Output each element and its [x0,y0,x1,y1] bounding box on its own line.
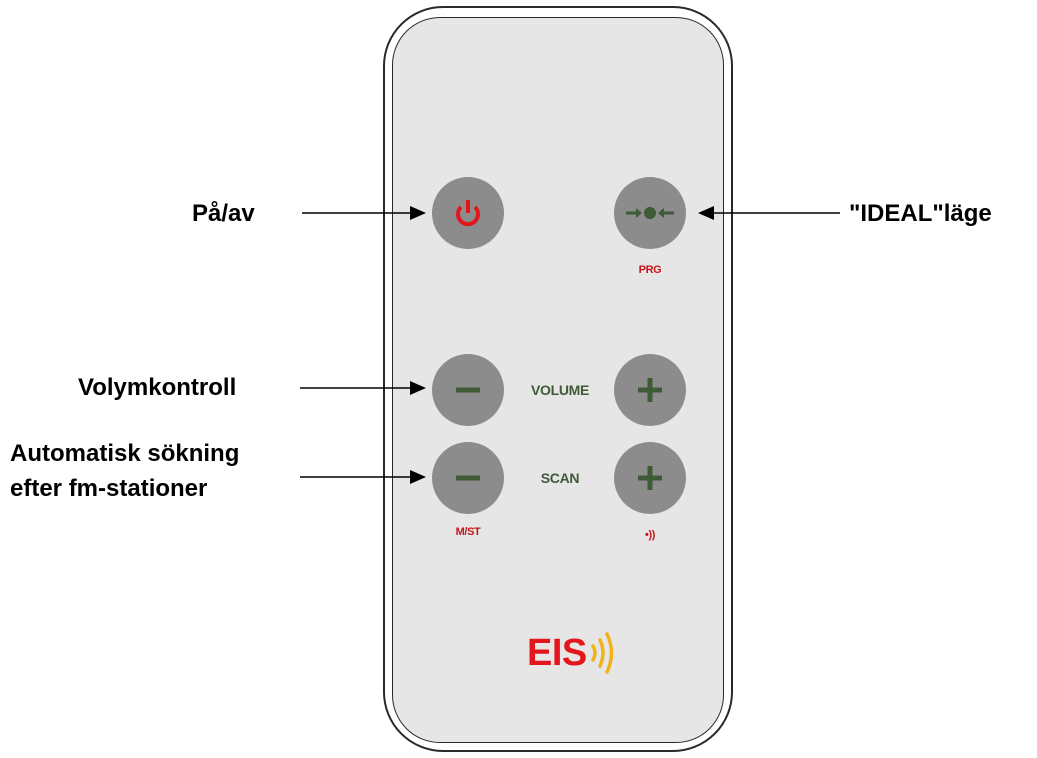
volume-label: VOLUME [530,382,590,398]
eis-logo: EIS [527,628,621,678]
minus-icon [456,475,480,481]
callout-volume: Volymkontroll [78,374,237,401]
logo-text: EIS [527,631,587,674]
minus-icon [456,387,480,393]
plus-icon [638,378,662,402]
scan-down-button[interactable] [432,442,504,514]
power-icon [456,200,480,227]
callout-power: På/av [192,200,255,227]
power-button[interactable] [432,177,504,249]
volume-down-button[interactable] [432,354,504,426]
scan-up-button[interactable] [614,442,686,514]
scan-label: SCAN [540,470,580,486]
ideal-mode-icon [626,207,674,219]
sound-waves-icon [591,632,613,674]
mst-label: M/ST [455,526,481,538]
callout-scan-line2: efter fm-stationer [10,475,208,502]
callout-scan-line1: Automatisk sökning [10,440,240,467]
prg-label: PRG [638,264,662,276]
volume-up-button[interactable] [614,354,686,426]
plus-icon [638,466,662,490]
ideal-mode-button[interactable] [614,177,686,249]
callout-ideal: "IDEAL"läge [849,200,992,227]
sound-label: •)) [645,529,655,541]
